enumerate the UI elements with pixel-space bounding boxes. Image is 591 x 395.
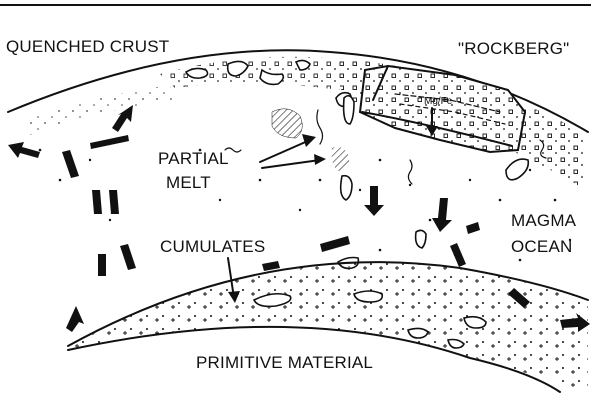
label-magma-ocean-2: OCEAN xyxy=(511,237,572,256)
arrow-seg-5 xyxy=(120,244,136,270)
label-quenched-crust: QUENCHED CRUST xyxy=(6,37,169,56)
cumulates-layer xyxy=(68,262,588,392)
arrow-seg-1 xyxy=(62,150,79,178)
arrow-seg-8 xyxy=(450,243,466,267)
partial-melt-pointers xyxy=(260,134,326,168)
arrow-right-1 xyxy=(90,135,129,149)
label-mg-fe: Mg/Fe xyxy=(424,96,453,107)
label-rockberg: "ROCKBERG" xyxy=(458,39,569,58)
label-primitive-material: PRIMITIVE MATERIAL xyxy=(196,353,373,372)
arrow-down-mid-1 xyxy=(364,186,384,216)
rockberg-block xyxy=(355,60,535,160)
arrow-seg-6 xyxy=(320,236,350,252)
arrow-seg-2 xyxy=(92,190,102,214)
label-partial-melt-1: PARTIAL xyxy=(158,149,229,168)
arrow-up-lower-left xyxy=(66,306,84,332)
arrow-seg-7 xyxy=(262,261,280,271)
label-magma-ocean-1: MAGMA xyxy=(511,211,577,230)
arrow-seg-4 xyxy=(98,254,106,276)
label-cumulates: CUMULATES xyxy=(160,237,265,256)
arrow-seg-3 xyxy=(109,190,119,214)
arrow-up-left-outer xyxy=(8,142,40,158)
arrow-down-mid-2 xyxy=(432,198,452,232)
arrow-seg-9 xyxy=(466,222,480,234)
label-partial-melt-2: MELT xyxy=(166,173,211,192)
